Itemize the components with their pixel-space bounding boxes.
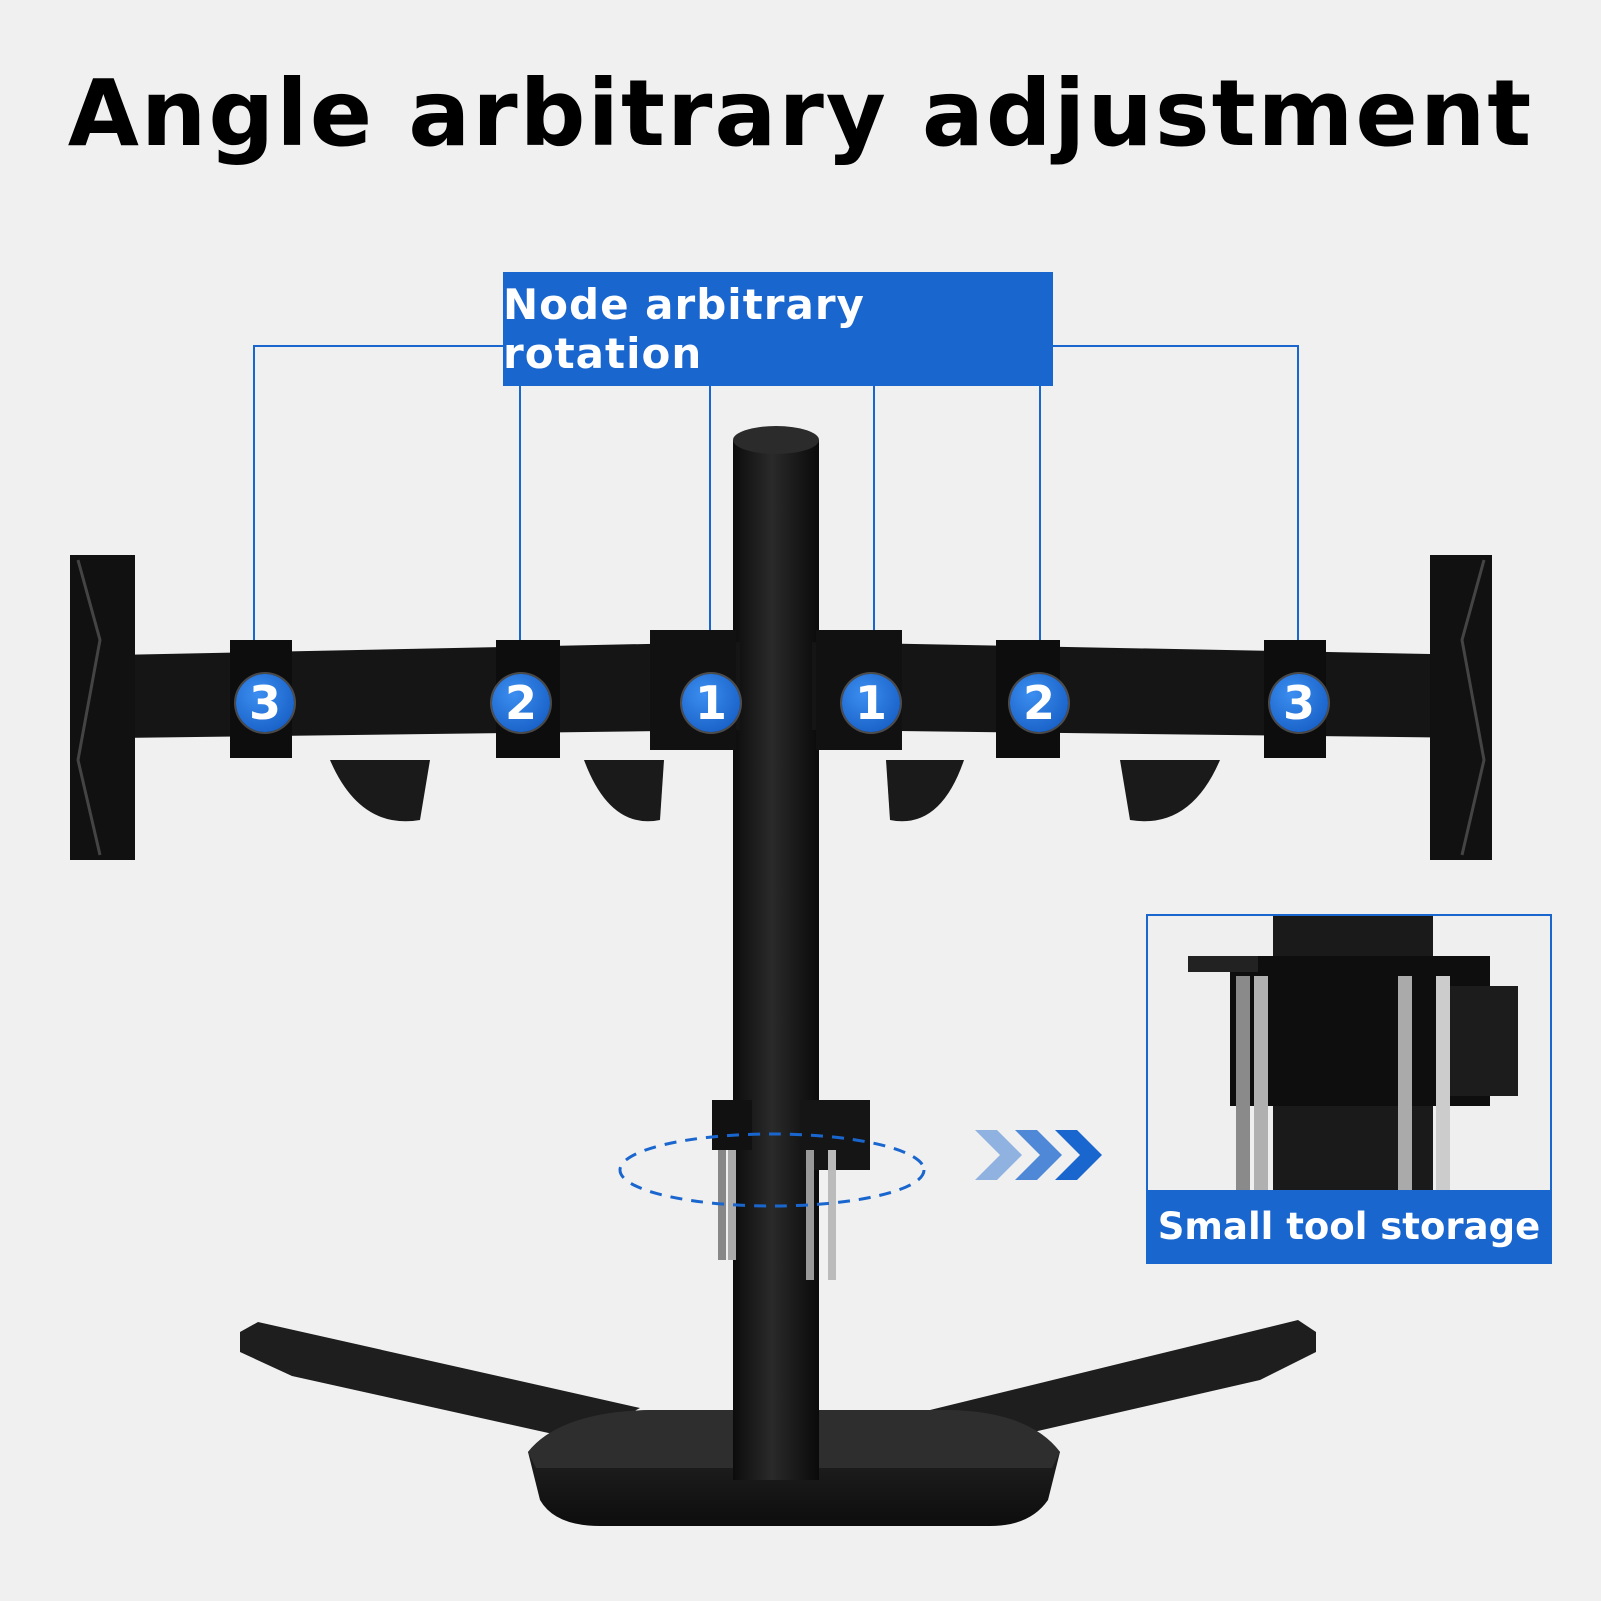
node-badge-right-2: 2 [1010,674,1068,732]
tool-storage-inset: Small tool storage [1146,914,1552,1264]
tool-holder [712,1100,870,1280]
rotation-ellipse-icon [618,1132,926,1208]
node-badge-left-2: 2 [492,674,550,732]
page-title: Angle arbitrary adjustment [67,60,1534,167]
node-badge-right-1: 1 [842,674,900,732]
chevron-right-icon [975,1130,1102,1180]
node-badge-right-3: 3 [1270,674,1328,732]
right-arm [812,555,1492,860]
node-badge-left-1: 1 [682,674,740,732]
tool-storage-label: Small tool storage [1148,1190,1550,1262]
stand-pole [733,426,819,1480]
node-badge-left-3: 3 [236,674,294,732]
node-rotation-banner: Node arbitrary rotation [503,272,1053,386]
tool-storage-closeup [1188,916,1518,1196]
left-arm [70,555,740,860]
